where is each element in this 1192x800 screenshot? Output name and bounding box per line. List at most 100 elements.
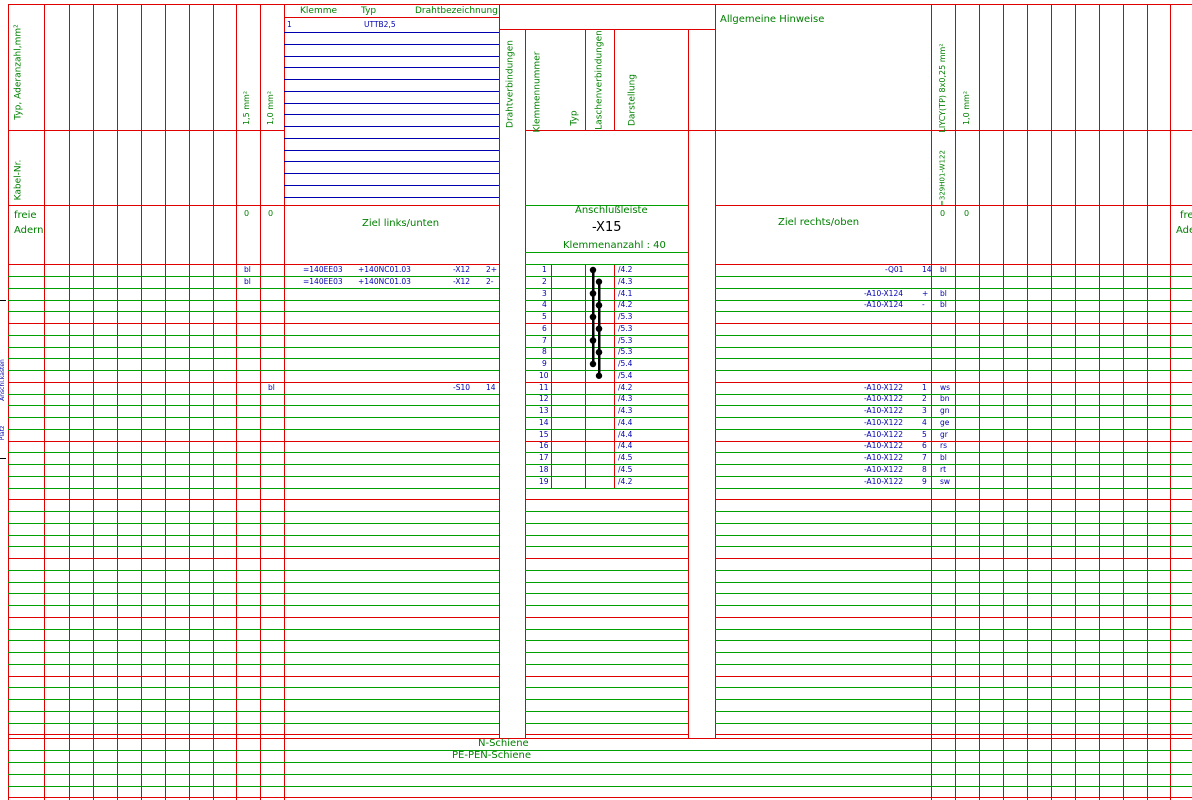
jumper-dot [589,337,597,344]
left-target-2: +140NC01.03 [358,277,411,286]
terminal-number: 16 [539,441,549,450]
zero-count: 0 [244,209,250,218]
typ-aderanzahl-label: Typ, Aderanzahl,mm² [13,24,24,120]
freie-label-right: frei [1180,210,1192,221]
terminal-number: 11 [539,383,549,392]
terminal-number: 1 [542,265,547,274]
right-color: ws [940,383,951,392]
jumper-dot [589,360,597,368]
left-target-4: 2+ [486,265,498,274]
cable-cs-right: 1,0 mm² [962,90,971,126]
cable-type-right: LIYCY(TP) 8x0,25 mm² [938,43,947,133]
right-pin: 6 [922,441,927,450]
drahtverbindungen-label: Drahtverbindungen [505,40,516,128]
right-color: bl [940,453,947,462]
left-target-3: -S10 [453,383,471,392]
terminal-number: 5 [542,312,547,321]
left-target-4: 14 [486,383,496,392]
terminal-number: 7 [542,336,547,345]
zero-count: 0 [268,209,274,218]
wire-color: bl [244,265,251,274]
terminal-ref: /4.4 [618,441,633,450]
left-target-4: 2- [486,277,494,286]
left-target-1: =140EE03 [303,277,343,286]
right-target: -A10-X122 [864,477,904,486]
cs-1-5-label: 1,5 mm² [242,90,251,126]
typ-col-label: Typ [569,110,580,126]
right-pin: 9 [922,477,927,486]
terminal-ref: /5.4 [618,371,633,380]
right-target: -A10-X122 [864,441,904,450]
terminal-number: 9 [542,359,547,368]
jumper-links [589,266,603,379]
terminal-ref: /4.5 [618,453,633,462]
right-target: -A10-X122 [864,418,904,427]
terminal-number: 8 [542,347,547,356]
terminal-ref: /4.4 [618,430,633,439]
right-pin: 2 [922,394,927,403]
terminal-number: 4 [542,300,547,309]
adern-label: Adern [14,225,44,236]
right-target: -A10-X122 [864,394,904,403]
klemme-header: Klemme [300,6,338,16]
right-color: rs [940,441,947,450]
terminal-ref: /4.4 [618,418,633,427]
right-color: bn [940,394,950,403]
right-color: bl [940,265,947,274]
right-pin: 8 [922,465,927,474]
right-target: -A10-X122 [864,453,904,462]
right-target: -A10-X122 [864,406,904,415]
freie-label: freie [14,210,37,221]
klemme-table-lines [284,32,499,198]
klemmenanzahl-label: Klemmenanzahl : 40 [563,240,666,251]
terminal-number: 19 [539,477,549,486]
right-pin: 7 [922,453,927,462]
wire-color: bl [268,383,275,392]
klemme-row-type: UTTB2,5 [364,20,396,29]
left-target-3: -X12 [453,265,471,274]
terminal-ref: /4.2 [618,383,633,392]
terminal-number: 12 [539,394,549,403]
right-target: -A10-X124 [864,289,904,298]
right-target: -A10-X122 [864,430,904,439]
allgemeine-hinweise-label: Allgemeine Hinweise [720,14,825,25]
strip-name: -X15 [592,220,622,235]
jumper-dot [595,372,603,379]
right-pin: 5 [922,430,927,439]
klemme-row-number: 1 [287,20,292,29]
n-schiene-label: N-Schiene [478,738,529,749]
jumper-dot [589,290,597,297]
klemmennummer-label: Klemmennummer [532,51,543,133]
right-color: gn [940,406,950,415]
left-target-2: +140NC01.03 [358,265,411,274]
right-color: gr [940,430,948,439]
terminal-number: 15 [539,430,549,439]
drahtbezeichnung-header: Drahtbezeichnung [415,6,498,16]
terminal-ref: /4.3 [618,277,633,286]
right-target: -A10-X122 [864,465,904,474]
terminal-number: 13 [539,406,549,415]
terminal-ref: /5.3 [618,324,633,333]
right-pin: - [922,300,925,309]
right-pin: 4 [922,418,927,427]
cable-nr-right: =329H01-W122 [938,150,947,206]
left-target-3: -X12 [453,277,471,286]
terminal-number: 6 [542,324,547,333]
margin-tick [0,300,6,301]
right-color: bl [940,300,947,309]
terminal-number: 3 [542,289,547,298]
right-pin: + [922,289,929,298]
anschlussleiste-label: Anschlußleiste [575,205,648,216]
terminal-number: 14 [539,418,549,427]
margin-label-b: Platz [0,425,6,441]
margin-label-a: Anschl.kasten [0,359,6,401]
terminal-ref: /4.2 [618,300,633,309]
terminal-ref: /4.5 [618,465,633,474]
terminal-number: 18 [539,465,549,474]
jumper-dot [589,266,597,274]
zero-count: 0 [964,209,970,218]
right-pin: 3 [922,406,927,415]
typ-header: Typ [361,6,377,16]
jumper-dot [595,325,603,332]
ziel-links-label: Ziel links/unten [362,218,440,229]
